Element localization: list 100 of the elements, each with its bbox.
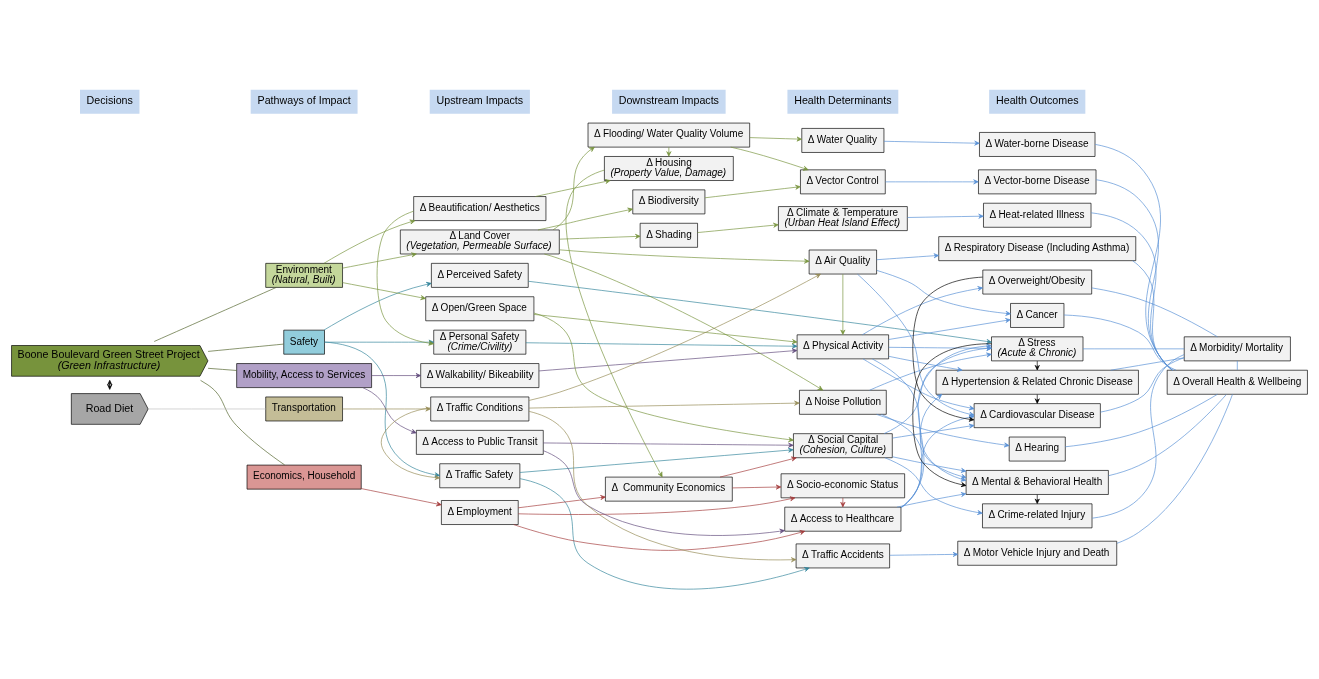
arrow <box>840 497 846 508</box>
node-box: Δ Crime-related Injury <box>982 503 1093 529</box>
node-box: Δ Overall Health & Wellbeing <box>1166 369 1308 395</box>
connector <box>1095 179 1173 371</box>
arrow <box>907 213 984 219</box>
node-box: Δ Hearing <box>1008 436 1066 462</box>
arrow <box>525 342 798 349</box>
arrow <box>528 273 821 401</box>
arrow <box>513 524 806 551</box>
node-box: Δ Walkability/ Bikeability <box>420 363 540 388</box>
node-box: Δ Perceived Safety <box>431 263 529 288</box>
connector <box>1091 354 1185 519</box>
node-box: Δ Air Quality <box>808 249 877 275</box>
arrow <box>371 373 421 378</box>
arrow <box>538 348 798 372</box>
arrow <box>533 312 794 443</box>
connector <box>207 343 284 352</box>
label: Health Determinants <box>794 94 892 107</box>
arrow <box>883 140 980 146</box>
node-box: Δ Climate & Temperature (Urban Heat Island Effect) <box>778 206 908 231</box>
node-box: Δ Open/Green Space <box>425 296 535 322</box>
node-box: Δ Traffic Safety <box>439 463 521 489</box>
arrow <box>704 184 801 199</box>
arrow <box>528 411 797 563</box>
node-box: Δ Cancer <box>1010 303 1065 328</box>
arrow <box>559 234 641 240</box>
arrow <box>552 146 595 231</box>
node-box: Δ Biodiversity <box>632 189 706 215</box>
node-box: Δ Mental & Behavioral Health <box>965 470 1109 495</box>
connector <box>153 287 277 342</box>
arrow <box>900 343 992 509</box>
node-box: Δ Beautification/ Aesthetics <box>413 196 547 221</box>
arrow <box>517 495 606 509</box>
arrow <box>542 442 794 448</box>
arrow <box>1034 360 1040 371</box>
arrow <box>342 406 431 412</box>
node-box: Δ Employment <box>441 500 519 525</box>
node-box: Safety <box>283 329 325 355</box>
node-box: Δ Noise Pollution <box>799 389 887 415</box>
arrow <box>912 343 992 487</box>
connector <box>1094 144 1173 371</box>
arrow <box>876 253 939 261</box>
connector <box>200 380 285 466</box>
arrow <box>535 179 611 197</box>
node-box: Δ Socio-economic Status <box>780 473 905 499</box>
arrow <box>900 394 943 508</box>
node-box: Δ Respiratory Disease (Including Asthma) <box>938 236 1137 261</box>
arrow <box>888 318 1011 340</box>
node-box: Economics, Household <box>246 464 362 490</box>
arrow <box>892 456 967 473</box>
arrow <box>342 252 417 269</box>
node-box: Δ Traffic Conditions <box>430 396 530 422</box>
node-box: Δ Vector-borne Disease <box>978 169 1097 195</box>
node-box: Δ Stress (Acute & Chronic) <box>991 336 1084 362</box>
arrow <box>380 407 440 480</box>
label: Health Outcomes <box>996 94 1079 107</box>
arrow <box>892 423 975 439</box>
arrow <box>840 273 846 335</box>
label: Decisions <box>86 94 133 107</box>
arrow <box>543 450 785 536</box>
label: Pathways of Impact <box>257 94 351 107</box>
node-box: Δ Traffic Accidents <box>795 543 890 569</box>
arrow <box>342 282 426 300</box>
arrow <box>730 146 809 171</box>
node-box: Mobility, Access to Services <box>236 363 372 388</box>
connector <box>1236 360 1238 371</box>
node-box: Δ Social Capital (Cohesion, Culture) <box>793 433 893 459</box>
arrow <box>888 355 963 372</box>
node-box: Δ Housing (Property Value, Damage) <box>604 156 734 181</box>
arrow <box>719 456 797 478</box>
arrow <box>537 207 633 231</box>
node-box: Δ Water-borne Disease <box>979 132 1096 157</box>
connector <box>1082 348 1185 350</box>
label: Upstream Impacts <box>436 94 524 107</box>
arrow <box>559 249 810 264</box>
arrow <box>883 345 992 434</box>
connector <box>1116 394 1233 544</box>
node-box: Δ Access to Healthcare <box>784 506 902 532</box>
node-box: Δ Shading <box>639 222 698 248</box>
arrow <box>862 286 983 336</box>
connector <box>1100 357 1185 413</box>
arrow <box>519 447 794 473</box>
connector <box>1108 394 1227 477</box>
arrow <box>1034 494 1040 504</box>
arrow <box>544 253 824 391</box>
node-box: Δ Access to Public Transit <box>416 430 544 455</box>
arrow <box>869 352 992 391</box>
arrow <box>697 222 779 233</box>
arrow <box>732 484 782 490</box>
node-box: Δ Physical Activity <box>796 334 889 360</box>
label: Downstream Impacts <box>618 94 719 107</box>
node-box: Δ Flooding/ Water Quality Volume <box>587 122 750 148</box>
node-box: Δ Vector Control <box>800 169 886 195</box>
connector <box>1063 314 1177 371</box>
connector <box>1065 393 1218 448</box>
node-box: Δ Cardiovascular Disease <box>973 403 1101 428</box>
arrow <box>896 492 967 508</box>
arrow <box>884 457 983 515</box>
node-box: Δ Overweight/Obesity <box>982 269 1093 295</box>
arrow <box>872 358 967 482</box>
